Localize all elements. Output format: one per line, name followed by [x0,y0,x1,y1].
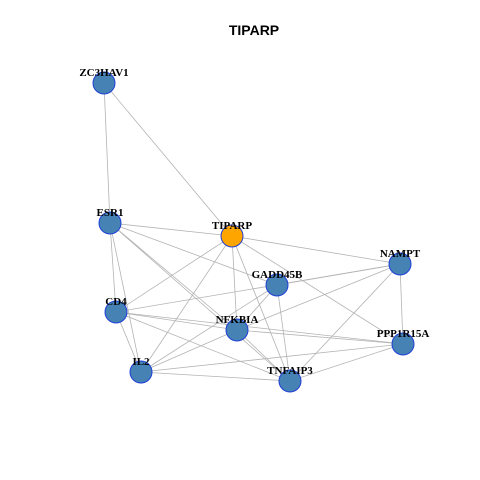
node-circle[interactable] [265,273,289,297]
edge-esr1-nfkbia [109,222,238,331]
node-zc3hav1[interactable]: ZC3HAV1 [79,67,129,95]
node-label: ZC3HAV1 [79,67,128,79]
edge-esr1-tnfaip3 [109,222,291,382]
node-il2[interactable]: IL2 [129,356,153,384]
edge-esr1-cd4 [109,222,117,313]
node-nampt[interactable]: NAMPT [380,248,421,276]
edge-nampt-ppp1r15a [399,263,404,345]
edge-nampt-cd4 [115,263,401,313]
edge-nfkbia-tnfaip3 [236,329,291,382]
edge-zc3hav1-tiparp [103,82,233,237]
edge-cd4-ppp1r15a [115,311,404,345]
node-circle[interactable] [388,252,412,276]
edge-gadd45b-tnfaip3 [276,284,291,382]
edge-layer [103,82,404,382]
edge-il2-ppp1r15a [140,343,404,373]
edge-esr1-gadd45b [109,222,278,286]
node-gadd45b[interactable]: GADD45B [252,269,303,297]
edge-ppp1r15a-tnfaip3 [289,343,404,382]
edge-tiparp-il2 [140,235,233,373]
edge-tiparp-nampt [231,235,401,265]
node-label: IL2 [132,356,150,368]
graph-title: TIPARP [229,22,279,38]
node-ppp1r15a[interactable]: PPP1R15A [377,328,430,356]
node-label: GADD45B [252,269,303,281]
edge-cd4-nfkbia [115,311,238,331]
node-esr1[interactable]: ESR1 [97,207,124,235]
node-label: TIPARP [212,220,252,232]
edge-esr1-il2 [109,222,142,373]
node-label: CD4 [105,296,127,308]
edge-il2-tnfaip3 [140,371,291,382]
node-label: NAMPT [380,248,421,260]
node-cd4[interactable]: CD4 [104,296,128,324]
edge-zc3hav1-esr1 [103,82,111,224]
node-tiparp[interactable]: TIPARP [212,220,252,248]
node-tnfaip3[interactable]: TNFAIP3 [267,365,313,393]
edge-tiparp-cd4 [115,235,233,313]
edge-tiparp-nfkbia [231,235,238,331]
node-label: ESR1 [97,207,124,219]
node-circle[interactable] [278,369,302,393]
node-label: PPP1R15A [377,328,430,340]
edge-nfkbia-il2 [140,329,238,373]
edge-cd4-tnfaip3 [115,311,291,382]
node-circle[interactable] [391,332,415,356]
edge-tiparp-ppp1r15a [231,235,404,345]
node-nfkbia[interactable]: NFKBIA [216,314,259,342]
edge-nfkbia-ppp1r15a [236,329,404,345]
edge-nampt-tnfaip3 [289,263,401,382]
node-circle[interactable] [104,300,128,324]
node-circle[interactable] [225,318,249,342]
node-label: TNFAIP3 [267,365,313,377]
node-label: NFKBIA [216,314,259,326]
node-circle[interactable] [98,211,122,235]
node-circle[interactable] [129,360,153,384]
edge-nampt-nfkbia [236,263,401,331]
node-circle[interactable] [220,224,244,248]
node-circle[interactable] [92,71,116,95]
edge-esr1-tiparp [109,222,233,237]
edge-gadd45b-il2 [140,284,278,373]
